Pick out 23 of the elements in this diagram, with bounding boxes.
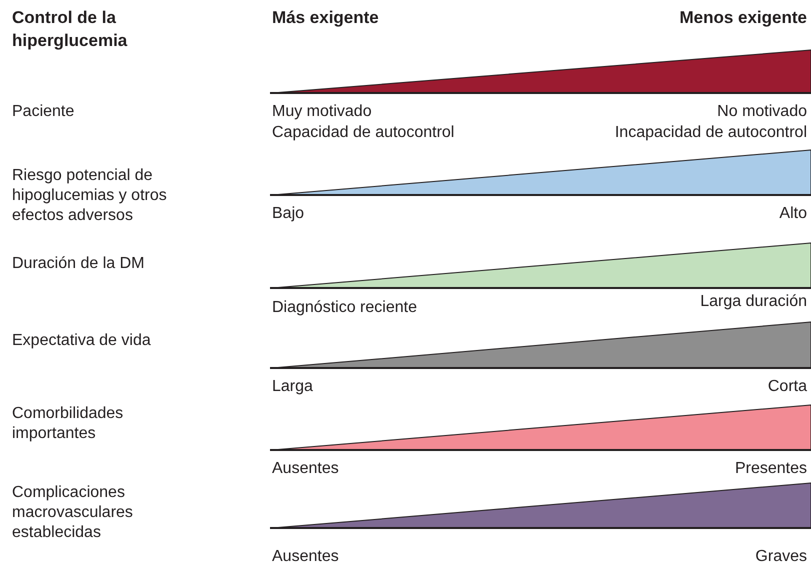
column-heading: Más exigente xyxy=(272,7,379,29)
scale-label: Alto xyxy=(779,204,807,224)
scale-label: Capacidad de autocontrol xyxy=(272,123,454,143)
row-label: Comorbilidades importantes xyxy=(12,404,124,444)
scale-label: Ausentes xyxy=(272,547,339,567)
scale-label: Diagnóstico reciente xyxy=(272,298,417,318)
scale-label: No motivado xyxy=(717,102,807,122)
scale-label: Corta xyxy=(768,377,807,397)
scale-label: Bajo xyxy=(272,204,304,224)
row-label: Complicaciones macrovasculares establecidas xyxy=(12,483,134,543)
scale-label: Muy motivado xyxy=(272,102,372,122)
row-label: Paciente xyxy=(12,102,76,122)
scale-label: Presentes xyxy=(734,459,807,479)
row-label: Duración de la DM xyxy=(12,254,146,274)
column-heading: Control de la hiperglucemia xyxy=(12,7,128,52)
scale-label: Graves xyxy=(755,547,807,567)
column-heading: Menos exigente xyxy=(679,7,807,29)
scale-label: Ausentes xyxy=(272,459,339,479)
row-label: Expectativa de vida xyxy=(12,331,152,351)
scale-label: Incapacidad de autocontrol xyxy=(614,123,807,143)
scale-label: Larga duración xyxy=(700,292,807,312)
scale-label: Larga xyxy=(272,377,313,397)
row-label: Riesgo potencial de hipoglucemias y otros efectos adversos xyxy=(12,166,168,226)
